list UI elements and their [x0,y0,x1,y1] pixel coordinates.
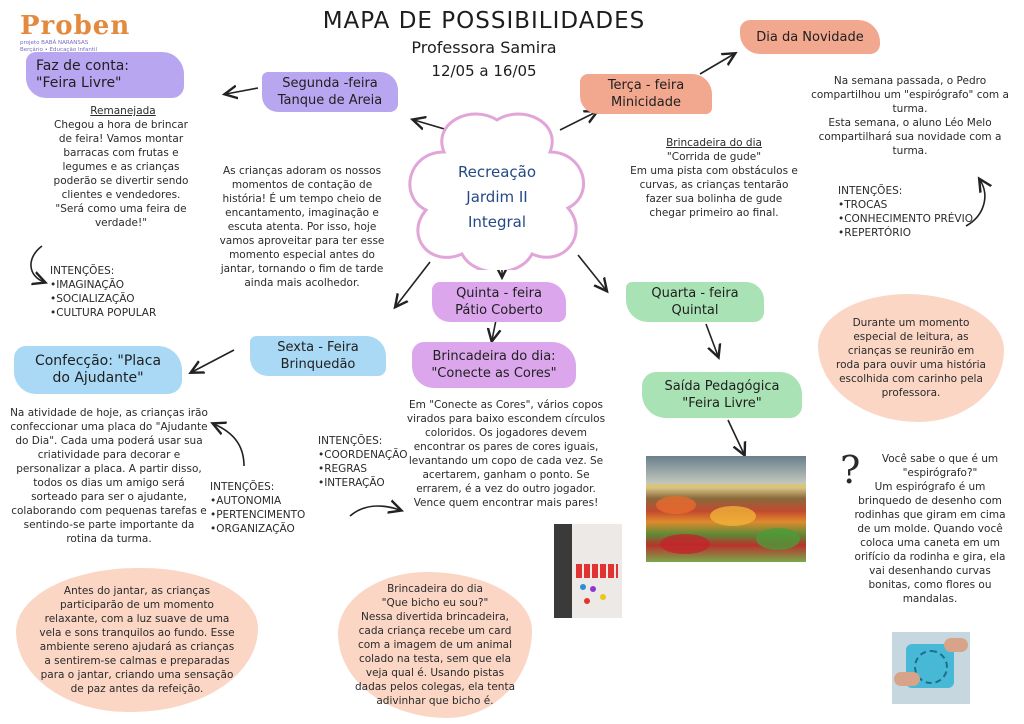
logo-name: Proben [20,11,131,41]
friday-intention-3: •ORGANIZAÇÃO [210,523,295,535]
arrow-thursday-intentions [349,506,400,517]
thursday-activity-label: Brincadeira do dia: "Conecte as Cores" [412,342,576,388]
animal-game-name: "Que bicho eu sou?" [381,597,489,609]
tuesday-intention-3: •REPERTÓRIO [838,227,911,239]
arrow-wednesday-to-outing [705,323,718,356]
thursday-day-name: Quinta - feira [456,286,542,301]
monday-intention-3: •CULTURA POPULAR [50,307,157,319]
friday-intention-2: •PERTENCIMENTO [210,509,306,521]
wednesday-day-name: Quarta - feira [651,286,739,301]
spirograph-answer: Um espirógrafo é um brinquedo de desenho… [854,481,1006,605]
wednesday-day-label: Quarta - feira Quintal [626,282,764,322]
spirograph-photo [892,632,970,704]
thursday-activity-line-2: "Conecte as Cores" [431,366,557,381]
reading-note-text: Durante um momento especial de leitura, … [836,317,986,399]
friday-description: Na atividade de hoje, as crianças irão c… [10,407,208,545]
monday-note: Remanejada [58,104,188,118]
question-icon: ? [840,448,861,492]
market-photo [646,456,806,562]
animal-game-note: Brincadeira do dia "Que bicho eu sou?" N… [338,572,532,718]
thursday-intentions: INTENÇÕES: •COORDENAÇÃO •REGRAS •INTERAÇ… [318,434,418,490]
thursday-activity-line-1: Brincadeira do dia: [432,349,556,364]
monday-activity-line-2: "Feira Livre" [36,75,122,91]
thursday-location: Pátio Coberto [455,303,543,318]
dinner-relax-text: Antes do jantar, as crianças participarã… [39,585,235,695]
tuesday-location: Minicidade [611,95,681,110]
reading-note: Durante um momento especial de leitura, … [818,294,1004,422]
friday-activity-label: Confecção: "Placa do Ajudante" [14,346,182,394]
friday-day-name: Sexta - Feira [277,340,359,355]
monday-day-name: Segunda -feira [282,76,378,91]
friday-activity-line-1: Confecção: "Placa [34,353,162,369]
arrow-tuesday-to-novelty [699,54,734,75]
center-line-3: Integral [467,213,527,231]
tuesday-intentions: INTENÇÕES: •TROCAS •CONHECIMENTO PRÉVIO … [838,184,978,240]
tuesday-activity-name: "Corrida de gude" [666,151,762,163]
arrow-monday-to-activity [226,88,259,94]
cups-game-photo [554,524,622,618]
monday-activity-label: Faz de conta: "Feira Livre" [26,52,184,98]
thursday-day-label: Quinta - feira Pátio Coberto [432,282,566,322]
logo: Proben projeto BABÁ NARANSAS Berçário • … [20,12,130,54]
monday-location: Tanque de Areia [277,93,383,108]
arrow-thursday-to-activity [492,319,496,340]
arrow-friday-to-activity [192,349,235,372]
tuesday-intentions-title: INTENÇÕES: [838,185,903,197]
friday-intentions: INTENÇÕES: •AUTONOMIA •PERTENCIMENTO •OR… [210,480,320,536]
wednesday-location: Quintal [671,303,719,318]
tuesday-activity: Brincadeira do dia "Corrida de gude" Em … [630,136,798,220]
novelty-label: Dia da Novidade [740,20,880,54]
friday-intentions-title: INTENÇÕES: [210,481,275,493]
outing-label: Saída Pedagógica "Feira Livre" [642,372,802,418]
outing-line-1: Saída Pedagógica [664,379,780,394]
friday-activity-line-2: do Ajudante" [52,370,144,386]
center-line-1: Recreação [457,163,537,181]
animal-game-content: Brincadeira do dia "Que bicho eu sou?" N… [351,582,519,708]
dinner-relax-note: Antes do jantar, as crianças participarã… [16,568,258,712]
friday-day-label: Sexta - Feira Brinquedão [250,336,386,376]
tuesday-intention-1: •TROCAS [838,199,888,211]
monday-intention-1: •IMAGINAÇÃO [50,279,125,291]
date-range: 12/05 a 16/05 [431,62,537,80]
monday-intentions-title: INTENÇÕES: [50,265,115,277]
monday-day-label: Segunda -feira Tanque de Areia [262,72,398,112]
center-label: Recreação Jardim II Integral [430,160,564,235]
tuesday-activity-title-text: Brincadeira do dia [666,137,762,149]
animal-game-title: Brincadeira do dia [387,583,483,595]
center-line-2: Jardim II [466,188,528,206]
thursday-intentions-title: INTENÇÕES: [318,435,383,447]
thursday-intention-3: •INTERAÇÃO [318,477,385,489]
friday-location: Brinquedão [280,357,356,372]
thursday-description: Em "Conecte as Cores", vários copos vira… [406,399,606,509]
arrow-friday-intentions [214,424,245,467]
page-title: MAPA DE POSSIBILIDADES [322,8,646,34]
monday-intentions: INTENÇÕES: •IMAGINAÇÃO •SOCIALIZAÇÃO •CU… [50,264,190,320]
arrow-monday-intentions [30,245,44,282]
monday-description: Chegou a hora de brincar de feira! Vamos… [53,119,189,229]
monday-story-text: As crianças adoram os nossos momentos de… [219,165,385,289]
friday-intention-1: •AUTONOMIA [210,495,282,507]
spirograph-question: Você sabe o que é um "espirógrafo?" [881,453,999,479]
novelty-text: Na semana passada, o Pedro compartilhou … [811,75,1009,157]
logo-tagline: projeto BABÁ NARANSAS [20,40,89,46]
tuesday-activity-title: Brincadeira do dia [630,136,798,150]
tuesday-intention-2: •CONHECIMENTO PRÉVIO [838,213,973,225]
logo-tagline-2: Berçário • Educação Infantil [20,47,98,53]
monday-intention-2: •SOCIALIZAÇÃO [50,293,135,305]
thursday-intention-2: •REGRAS [318,463,367,475]
teacher-name: Professora Samira [411,38,557,57]
outing-line-2: "Feira Livre" [682,396,762,411]
center-flower-shape [408,112,586,270]
tuesday-day-name: Terça - feira [607,78,685,93]
arrow-outing-to-photo [727,419,744,454]
animal-game-text: Nessa divertida brincadeira, cada crianç… [354,611,516,707]
monday-note-text: Remanejada [90,105,156,117]
tuesday-day-label: Terça - feira Minicidade [580,74,712,114]
thursday-intention-1: •COORDENAÇÃO [318,449,408,461]
tuesday-activity-text: Em uma pista com obstáculos e curvas, as… [630,165,798,219]
monday-activity-line-1: Faz de conta: [36,58,130,74]
